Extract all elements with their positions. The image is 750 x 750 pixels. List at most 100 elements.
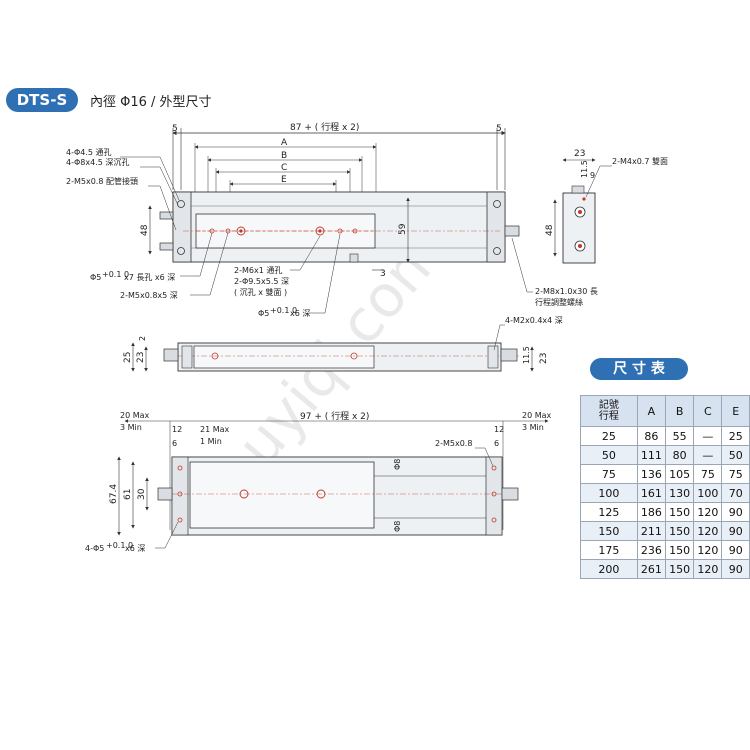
cell-B: 150 xyxy=(665,502,695,522)
bv-6-right: 6 xyxy=(494,439,499,448)
cell-C: 120 xyxy=(693,540,723,560)
top-view: 5 87 + ( 行程 x 2) 5 A B C E xyxy=(66,121,520,318)
bv-6-left: 6 xyxy=(172,439,177,448)
cell-A: 161 xyxy=(636,483,667,503)
note-m5-5-deep: 2-M5x0.8x5 深 xyxy=(120,291,178,300)
bv-phi8-bottom: Φ8 xyxy=(393,521,402,532)
dim-59: 59 xyxy=(398,223,408,235)
note-4-phi4-5: 4-Φ4.5 通孔 xyxy=(66,147,112,157)
bv-note-m5: 2-M5x0.8 xyxy=(435,439,472,448)
cell-C: 120 xyxy=(693,502,723,522)
size-table-header: 記號 行程 A B C E xyxy=(580,395,750,427)
note-phi5-hole: x6 深 xyxy=(290,309,310,318)
front-view: 2 25 23 11.5 23 4-M2x0.4x4 深 xyxy=(123,316,563,372)
front-dim-25: 25 xyxy=(123,352,133,363)
bv-dim-67-4: 67.4 xyxy=(109,484,119,504)
table-row: 100 161 130 100 70 xyxy=(580,483,750,503)
bv-12-left: 12 xyxy=(172,425,182,434)
bv-21max: 21 Max xyxy=(200,425,230,434)
bv-20max-left: 20 Max xyxy=(120,411,150,420)
cell-C: 120 xyxy=(693,521,723,541)
cell-A: 261 xyxy=(636,559,667,579)
label-E: E xyxy=(281,175,287,185)
bv-phi8-top: Φ8 xyxy=(393,459,402,470)
cell-A: 136 xyxy=(636,464,667,484)
cell-E: 90 xyxy=(721,559,750,579)
cell-E: 90 xyxy=(721,521,750,541)
note-phi9-5: 2-Φ9.5x5.5 深 xyxy=(234,277,289,286)
cell-A: 111 xyxy=(636,445,667,465)
side-dim-48: 48 xyxy=(545,224,555,236)
size-table-corner: 記號 行程 xyxy=(580,395,638,427)
bottom-view: 20 Max 3 Min 12 6 21 Max 1 Min 97 + ( 行程… xyxy=(85,410,552,553)
note-phi5-hole-symbol: Φ5 xyxy=(258,309,269,318)
bv-dim-61: 61 xyxy=(123,489,133,500)
note-phi5-hole-tol: +0.1 0 xyxy=(270,306,297,315)
dim-5-right: 5 xyxy=(496,124,502,134)
dim-87-stroke: 87 + ( 行程 x 2) xyxy=(290,121,359,133)
model-badge: DTS-S xyxy=(6,88,78,112)
cell-stroke: 175 xyxy=(580,540,638,560)
side-note-stroke-screw: 行程調整螺絲 xyxy=(535,297,583,307)
page-subtitle: 內徑 Φ16 / 外型尺寸 xyxy=(90,95,212,110)
cell-A: 86 xyxy=(636,426,667,446)
table-row: 75 136 105 75 75 xyxy=(580,464,750,484)
cell-B: 150 xyxy=(665,559,695,579)
table-row: 50 111 80 — 50 xyxy=(580,445,750,465)
corner-top-label: 記號 xyxy=(598,400,619,411)
cell-stroke: 125 xyxy=(580,502,638,522)
dim-5-left: 5 xyxy=(172,124,178,134)
cell-E: 70 xyxy=(721,483,750,503)
size-table-title: 尺 寸 表 xyxy=(590,358,688,380)
table-row: 150 211 150 120 90 xyxy=(580,521,750,541)
cell-C: — xyxy=(693,426,723,446)
bv-1min: 1 Min xyxy=(200,437,222,446)
front-dim-2: 2 xyxy=(138,336,147,341)
cell-stroke: 25 xyxy=(580,426,638,446)
side-view: 23 11.5 9 48 2-M4x0.7 雙面 2-M8x1.0x30 長 行… xyxy=(511,149,668,307)
size-table: 記號 行程 A B C E 25 86 55 — 25 50 111 80 — … xyxy=(580,395,750,579)
note-m5-fitting: 2-M5x0.8 配管接頭 xyxy=(66,176,138,186)
cell-C: — xyxy=(693,445,723,465)
cell-B: 150 xyxy=(665,521,695,541)
bv-note-phi5: x6 深 xyxy=(125,544,145,553)
corner-bottom-label: 行程 xyxy=(598,411,619,422)
cell-C: 120 xyxy=(693,559,723,579)
side-note-m8: 2-M8x1.0x30 長 xyxy=(535,287,598,296)
bv-12-right: 12 xyxy=(494,425,504,434)
cell-C: 100 xyxy=(693,483,723,503)
col-E: E xyxy=(721,395,750,427)
col-C: C xyxy=(693,395,723,427)
cell-E: 75 xyxy=(721,464,750,484)
note-counterbore: ( 沉孔 x 雙面 ) xyxy=(234,287,287,297)
side-dim-9: 9 xyxy=(590,171,595,180)
note-m6-thru: 2-M6x1 通孔 xyxy=(234,265,282,275)
side-dim-11-5: 11.5 xyxy=(580,160,589,178)
front-dim-23b: 23 xyxy=(539,353,549,364)
cell-A: 236 xyxy=(636,540,667,560)
cell-E: 25 xyxy=(721,426,750,446)
side-dim-23: 23 xyxy=(574,149,585,159)
label-A: A xyxy=(281,138,288,148)
cell-stroke: 100 xyxy=(580,483,638,503)
cell-E: 90 xyxy=(721,540,750,560)
cell-B: 80 xyxy=(665,445,695,465)
bv-dim-97: 97 + ( 行程 x 2) xyxy=(300,410,369,422)
cell-stroke: 50 xyxy=(580,445,638,465)
note-phi5-slot-symbol: Φ5 xyxy=(90,273,101,282)
bv-3min-left: 3 Min xyxy=(120,423,142,432)
table-row: 200 261 150 120 90 xyxy=(580,559,750,579)
cell-B: 130 xyxy=(665,483,695,503)
dim-48: 48 xyxy=(140,224,150,236)
cell-B: 150 xyxy=(665,540,695,560)
label-B: B xyxy=(281,151,287,161)
table-row: 25 86 55 — 25 xyxy=(580,426,750,446)
side-note-m4: 2-M4x0.7 雙面 xyxy=(612,156,668,166)
cell-stroke: 75 xyxy=(580,464,638,484)
label-C: C xyxy=(281,163,287,173)
bv-note-phi5-tol: +0.1 0 xyxy=(106,541,133,550)
cell-B: 55 xyxy=(665,426,695,446)
note-phi5-slot: x7 長孔 x6 深 xyxy=(124,273,175,282)
cell-A: 186 xyxy=(636,502,667,522)
